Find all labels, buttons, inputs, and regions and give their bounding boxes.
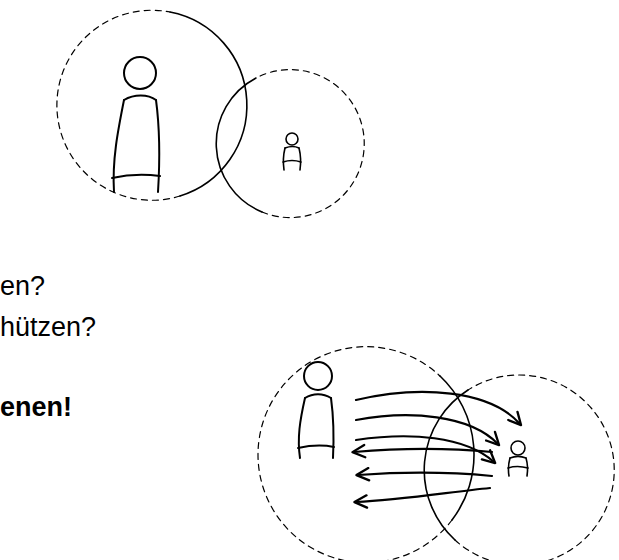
person-figure	[283, 133, 301, 170]
sphere-circle	[216, 70, 364, 218]
person-figure	[112, 57, 160, 192]
sphere-circle	[258, 347, 474, 560]
sphere-circle	[57, 10, 247, 200]
sphere-circle	[424, 375, 614, 560]
caption-text: en?	[0, 273, 45, 300]
person-figure	[508, 441, 528, 476]
person-figure	[298, 362, 334, 458]
exchange-arrows	[354, 392, 520, 502]
caption-text: enen!	[0, 394, 72, 421]
caption-text: hützen?	[0, 314, 96, 341]
